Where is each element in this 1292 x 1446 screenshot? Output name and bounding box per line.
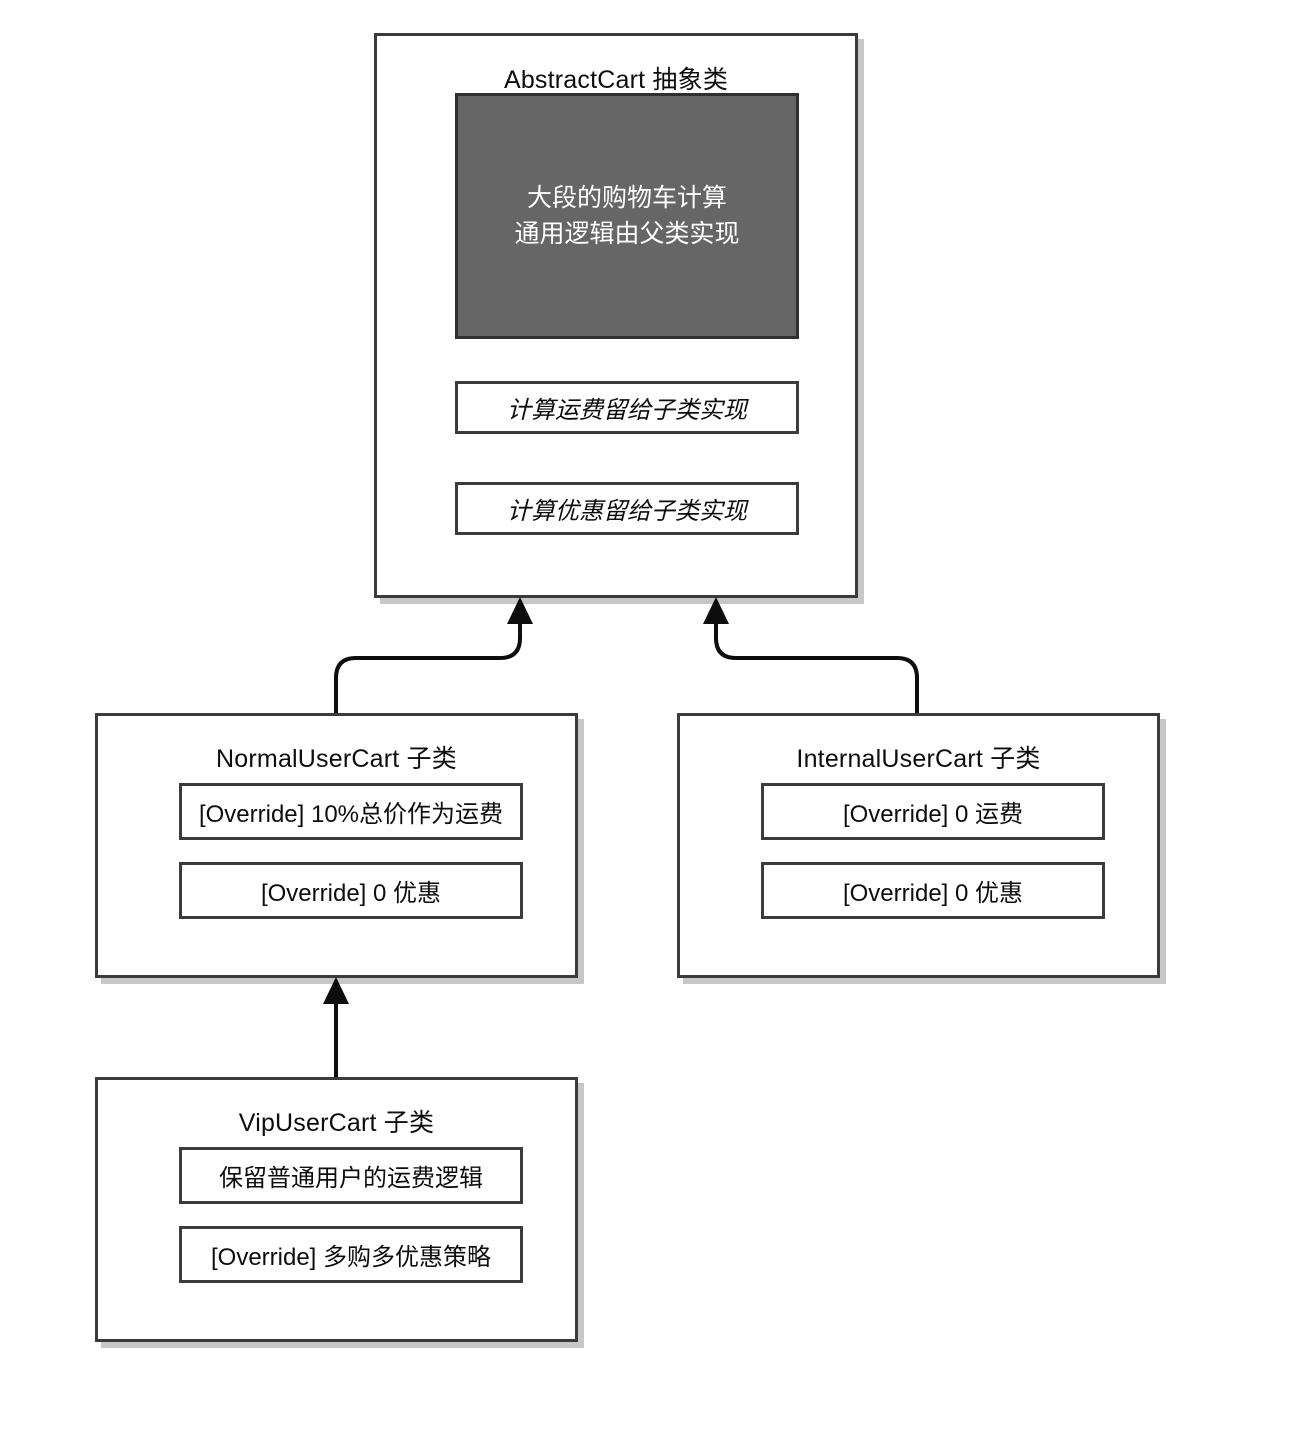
class-title-vip-user-cart: VipUserCart 子类: [238, 1109, 435, 1137]
member-normal-shipping[interactable]: [Override] 10%总价作为运费: [179, 783, 523, 840]
member-vip-discount[interactable]: [Override] 多购多优惠策略: [179, 1226, 523, 1283]
member-vip-shipping[interactable]: 保留普通用户的运费逻辑: [179, 1147, 523, 1204]
class-box-vip-user-cart[interactable]: VipUserCart 子类 保留普通用户的运费逻辑 [Override] 多购…: [95, 1077, 578, 1342]
class-box-normal-user-cart[interactable]: NormalUserCart 子类 [Override] 10%总价作为运费 […: [95, 713, 578, 978]
member-internal-discount[interactable]: [Override] 0 优惠: [761, 862, 1105, 919]
class-box-internal-user-cart[interactable]: InternalUserCart 子类 [Override] 0 运费 [Ove…: [677, 713, 1160, 978]
member-abstract-discount[interactable]: 计算优惠留给子类实现: [455, 482, 799, 535]
member-internal-shipping[interactable]: [Override] 0 运费: [761, 783, 1105, 840]
class-title-internal-user-cart: InternalUserCart 子类: [796, 745, 1041, 773]
connector-internal-to-abstract: [703, 597, 919, 713]
connector-vip-to-normal: [323, 977, 349, 1077]
member-common-logic: 大段的购物车计算 通用逻辑由父类实现: [455, 93, 799, 339]
arrowhead-icon: [703, 597, 729, 624]
class-title-normal-user-cart: NormalUserCart 子类: [216, 745, 457, 773]
arrowhead-icon: [507, 597, 533, 624]
arrowhead-icon: [323, 977, 349, 1004]
member-abstract-shipping[interactable]: 计算运费留给子类实现: [455, 381, 799, 434]
member-normal-discount[interactable]: [Override] 0 优惠: [179, 862, 523, 919]
member-common-logic-line2: 通用逻辑由父类实现: [514, 220, 740, 248]
connector-normal-to-abstract: [334, 597, 533, 713]
class-title-abstract-cart: AbstractCart 抽象类: [503, 66, 729, 94]
member-common-logic-line1: 大段的购物车计算: [526, 183, 727, 212]
class-box-abstract-cart[interactable]: AbstractCart 抽象类 大段的购物车计算 通用逻辑由父类实现 计算运费…: [374, 33, 858, 598]
